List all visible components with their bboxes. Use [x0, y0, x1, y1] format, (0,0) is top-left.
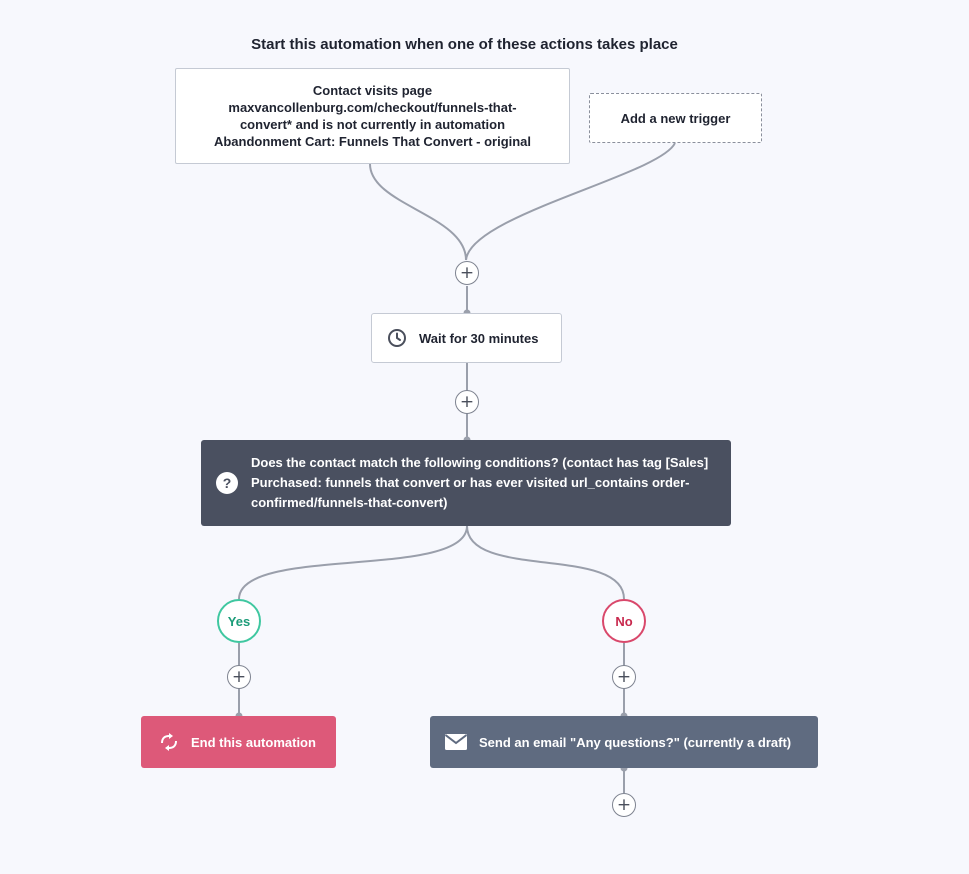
add-step-button[interactable]: + [612, 793, 636, 817]
wait-step-label: Wait for 30 minutes [419, 330, 539, 346]
envelope-icon [445, 734, 467, 750]
send-email-label: Send an email "Any questions?" (currentl… [479, 734, 792, 750]
no-branch-badge[interactable]: No [602, 599, 646, 643]
add-trigger-button[interactable]: Add a new trigger [589, 93, 762, 143]
end-automation-label: End this automation [191, 734, 316, 750]
add-step-button[interactable]: + [455, 261, 479, 285]
connector-condition-to-no [466, 525, 625, 600]
add-step-button[interactable]: + [455, 390, 479, 414]
connector-add-trigger-to-merge [465, 142, 676, 261]
trigger-card[interactable]: Contact visits page maxvancollenburg.com… [175, 68, 570, 164]
question-icon: ? [216, 472, 238, 494]
refresh-arrows-icon [159, 733, 179, 751]
clock-icon [387, 328, 407, 348]
send-email-card[interactable]: Send an email "Any questions?" (currentl… [430, 716, 818, 768]
condition-text: Does the contact match the following con… [251, 455, 709, 510]
wait-step-card[interactable]: Wait for 30 minutes [371, 313, 562, 363]
end-automation-card[interactable]: End this automation [141, 716, 336, 768]
connector-trigger-to-merge [369, 163, 467, 261]
add-step-button[interactable]: + [612, 665, 636, 689]
condition-step-card[interactable]: ? Does the contact match the following c… [201, 440, 731, 526]
trigger-text: Contact visits page maxvancollenburg.com… [213, 83, 532, 149]
page-title: Start this automation when one of these … [251, 36, 678, 53]
yes-branch-badge[interactable]: Yes [217, 599, 261, 643]
connector-condition-to-yes [238, 525, 468, 600]
add-step-button[interactable]: + [227, 665, 251, 689]
